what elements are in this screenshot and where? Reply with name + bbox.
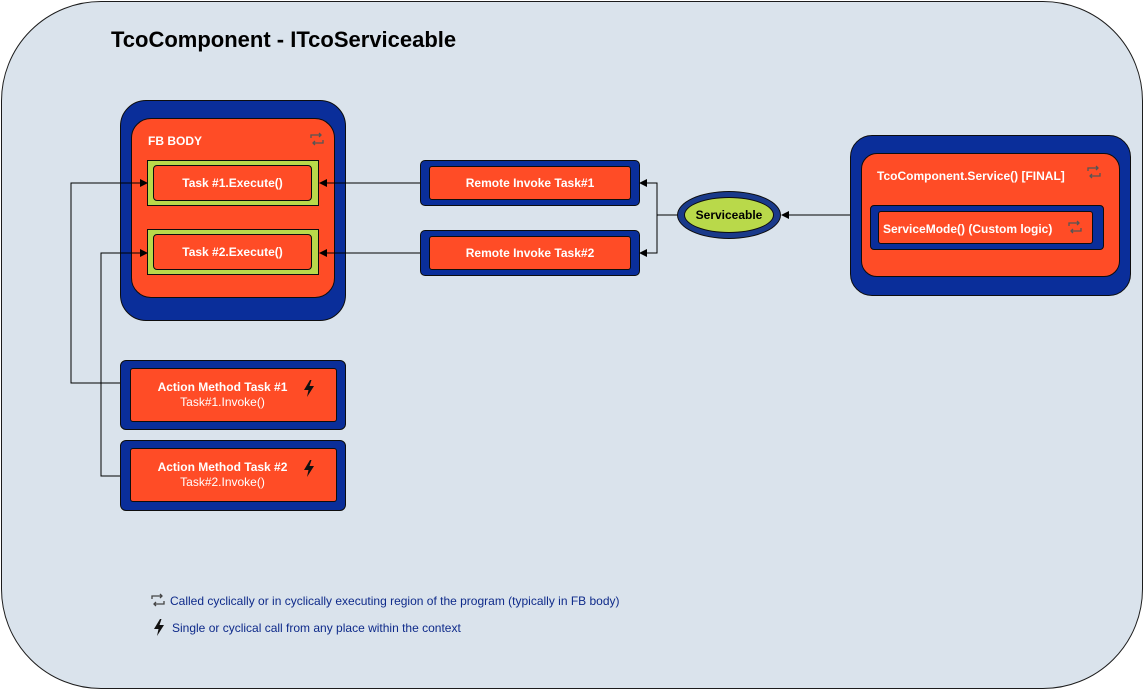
fb-body-label: FB BODY <box>148 134 202 148</box>
repeat-icon <box>310 132 324 146</box>
arrow-action2-to-task2 <box>100 249 148 477</box>
arrow-serviceable-to-remote2 <box>639 215 658 257</box>
lightning-bolt-icon <box>154 619 164 636</box>
remote-task2-label: Remote Invoke Task#2 <box>465 246 595 260</box>
service-mode-box: ServiceMode() (Custom logic) <box>878 211 1093 244</box>
repeat-icon <box>151 593 165 607</box>
task1-execute-box: Task #1.Execute() <box>153 165 312 201</box>
action-method-2-box: Action Method Task #2 Task#2.Invoke() <box>130 448 337 502</box>
diagram-title: TcoComponent - ITcoServiceable <box>111 27 457 52</box>
remote-task2-box: Remote Invoke Task#2 <box>429 236 631 270</box>
action-method-2-call: Task#2.Invoke() <box>180 475 265 489</box>
remote-task1-box: Remote Invoke Task#1 <box>429 166 631 200</box>
task2-execute-box: Task #2.Execute() <box>153 234 312 270</box>
repeat-icon <box>1087 165 1101 179</box>
serviceable-node: Serviceable <box>677 191 781 239</box>
arrow-serviceable-to-remote1 <box>639 179 677 216</box>
remote-task1-label: Remote Invoke Task#1 <box>465 176 595 190</box>
action-method-1-title: Action Method Task #1 <box>157 380 288 394</box>
action-method-1-call: Task#1.Invoke() <box>180 395 265 409</box>
lightning-bolt-icon <box>304 380 314 397</box>
legend-single: Single or cyclical call from any place w… <box>172 621 461 635</box>
action-method-1-box: Action Method Task #1 Task#1.Invoke() <box>130 368 337 422</box>
task2-execute-label: Task #2.Execute() <box>182 245 283 259</box>
lightning-bolt-icon <box>304 460 314 477</box>
repeat-icon <box>1068 220 1082 234</box>
serviceable-label: Serviceable <box>684 197 774 233</box>
legend-cyclic: Called cyclically or in cyclically execu… <box>170 594 620 608</box>
task1-execute-label: Task #1.Execute() <box>182 176 283 190</box>
action-method-2-title: Action Method Task #2 <box>157 460 288 474</box>
arrow-action1-to-task1 <box>70 179 148 384</box>
service-label: TcoComponent.Service() [FINAL] <box>877 169 1065 183</box>
service-mode-label: ServiceMode() (Custom logic) <box>883 222 1053 236</box>
